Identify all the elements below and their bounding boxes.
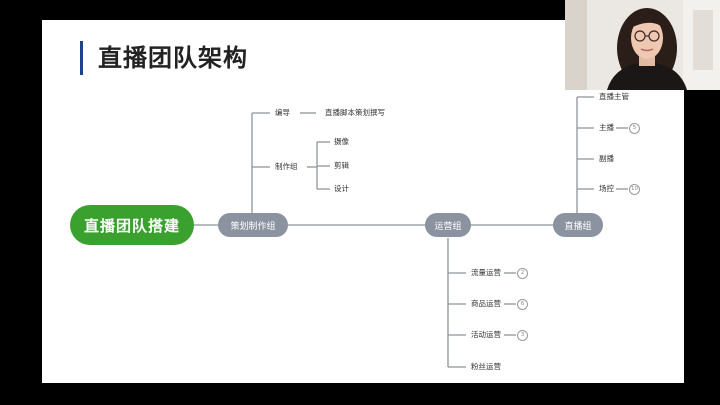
leaf-editor: 编导	[275, 108, 290, 117]
leaf-product-ops: 商品运营	[471, 299, 501, 308]
badge-product-count: 6	[517, 299, 528, 310]
leaf-host-lead: 直播主管	[599, 92, 629, 101]
root-node: 直播团队搭建	[70, 205, 194, 245]
badge-host-count: 5	[629, 123, 640, 134]
leaf-shoot: 摄像	[334, 137, 349, 146]
slide-title: 直播团队架构	[98, 44, 248, 72]
webcam-feed	[565, 0, 720, 90]
leaf-editor-task: 直播脚本策划撰写	[325, 108, 385, 117]
leaf-field-control: 场控	[599, 184, 614, 193]
group-node-operations: 运营组	[425, 213, 471, 237]
leaf-edit: 剪辑	[334, 161, 349, 170]
leaf-fans-ops: 粉丝运营	[471, 362, 501, 371]
presenter-video-image	[565, 0, 720, 90]
leaf-production: 制作组	[275, 162, 298, 171]
group-node-live: 直播组	[553, 213, 603, 237]
leaf-host: 主播	[599, 123, 614, 132]
group-node-planning: 策划制作组	[218, 213, 288, 237]
badge-traffic-count: 2	[517, 268, 528, 279]
title-accent-bar	[80, 41, 83, 75]
badge-field-control-count: 10	[629, 184, 640, 195]
leaf-activity-ops: 活动运营	[471, 330, 501, 339]
badge-activity-count: 3	[517, 330, 528, 341]
leaf-traffic-ops: 流量运营	[471, 268, 501, 277]
leaf-design: 设计	[334, 184, 349, 193]
leaf-co-host: 副播	[599, 154, 614, 163]
